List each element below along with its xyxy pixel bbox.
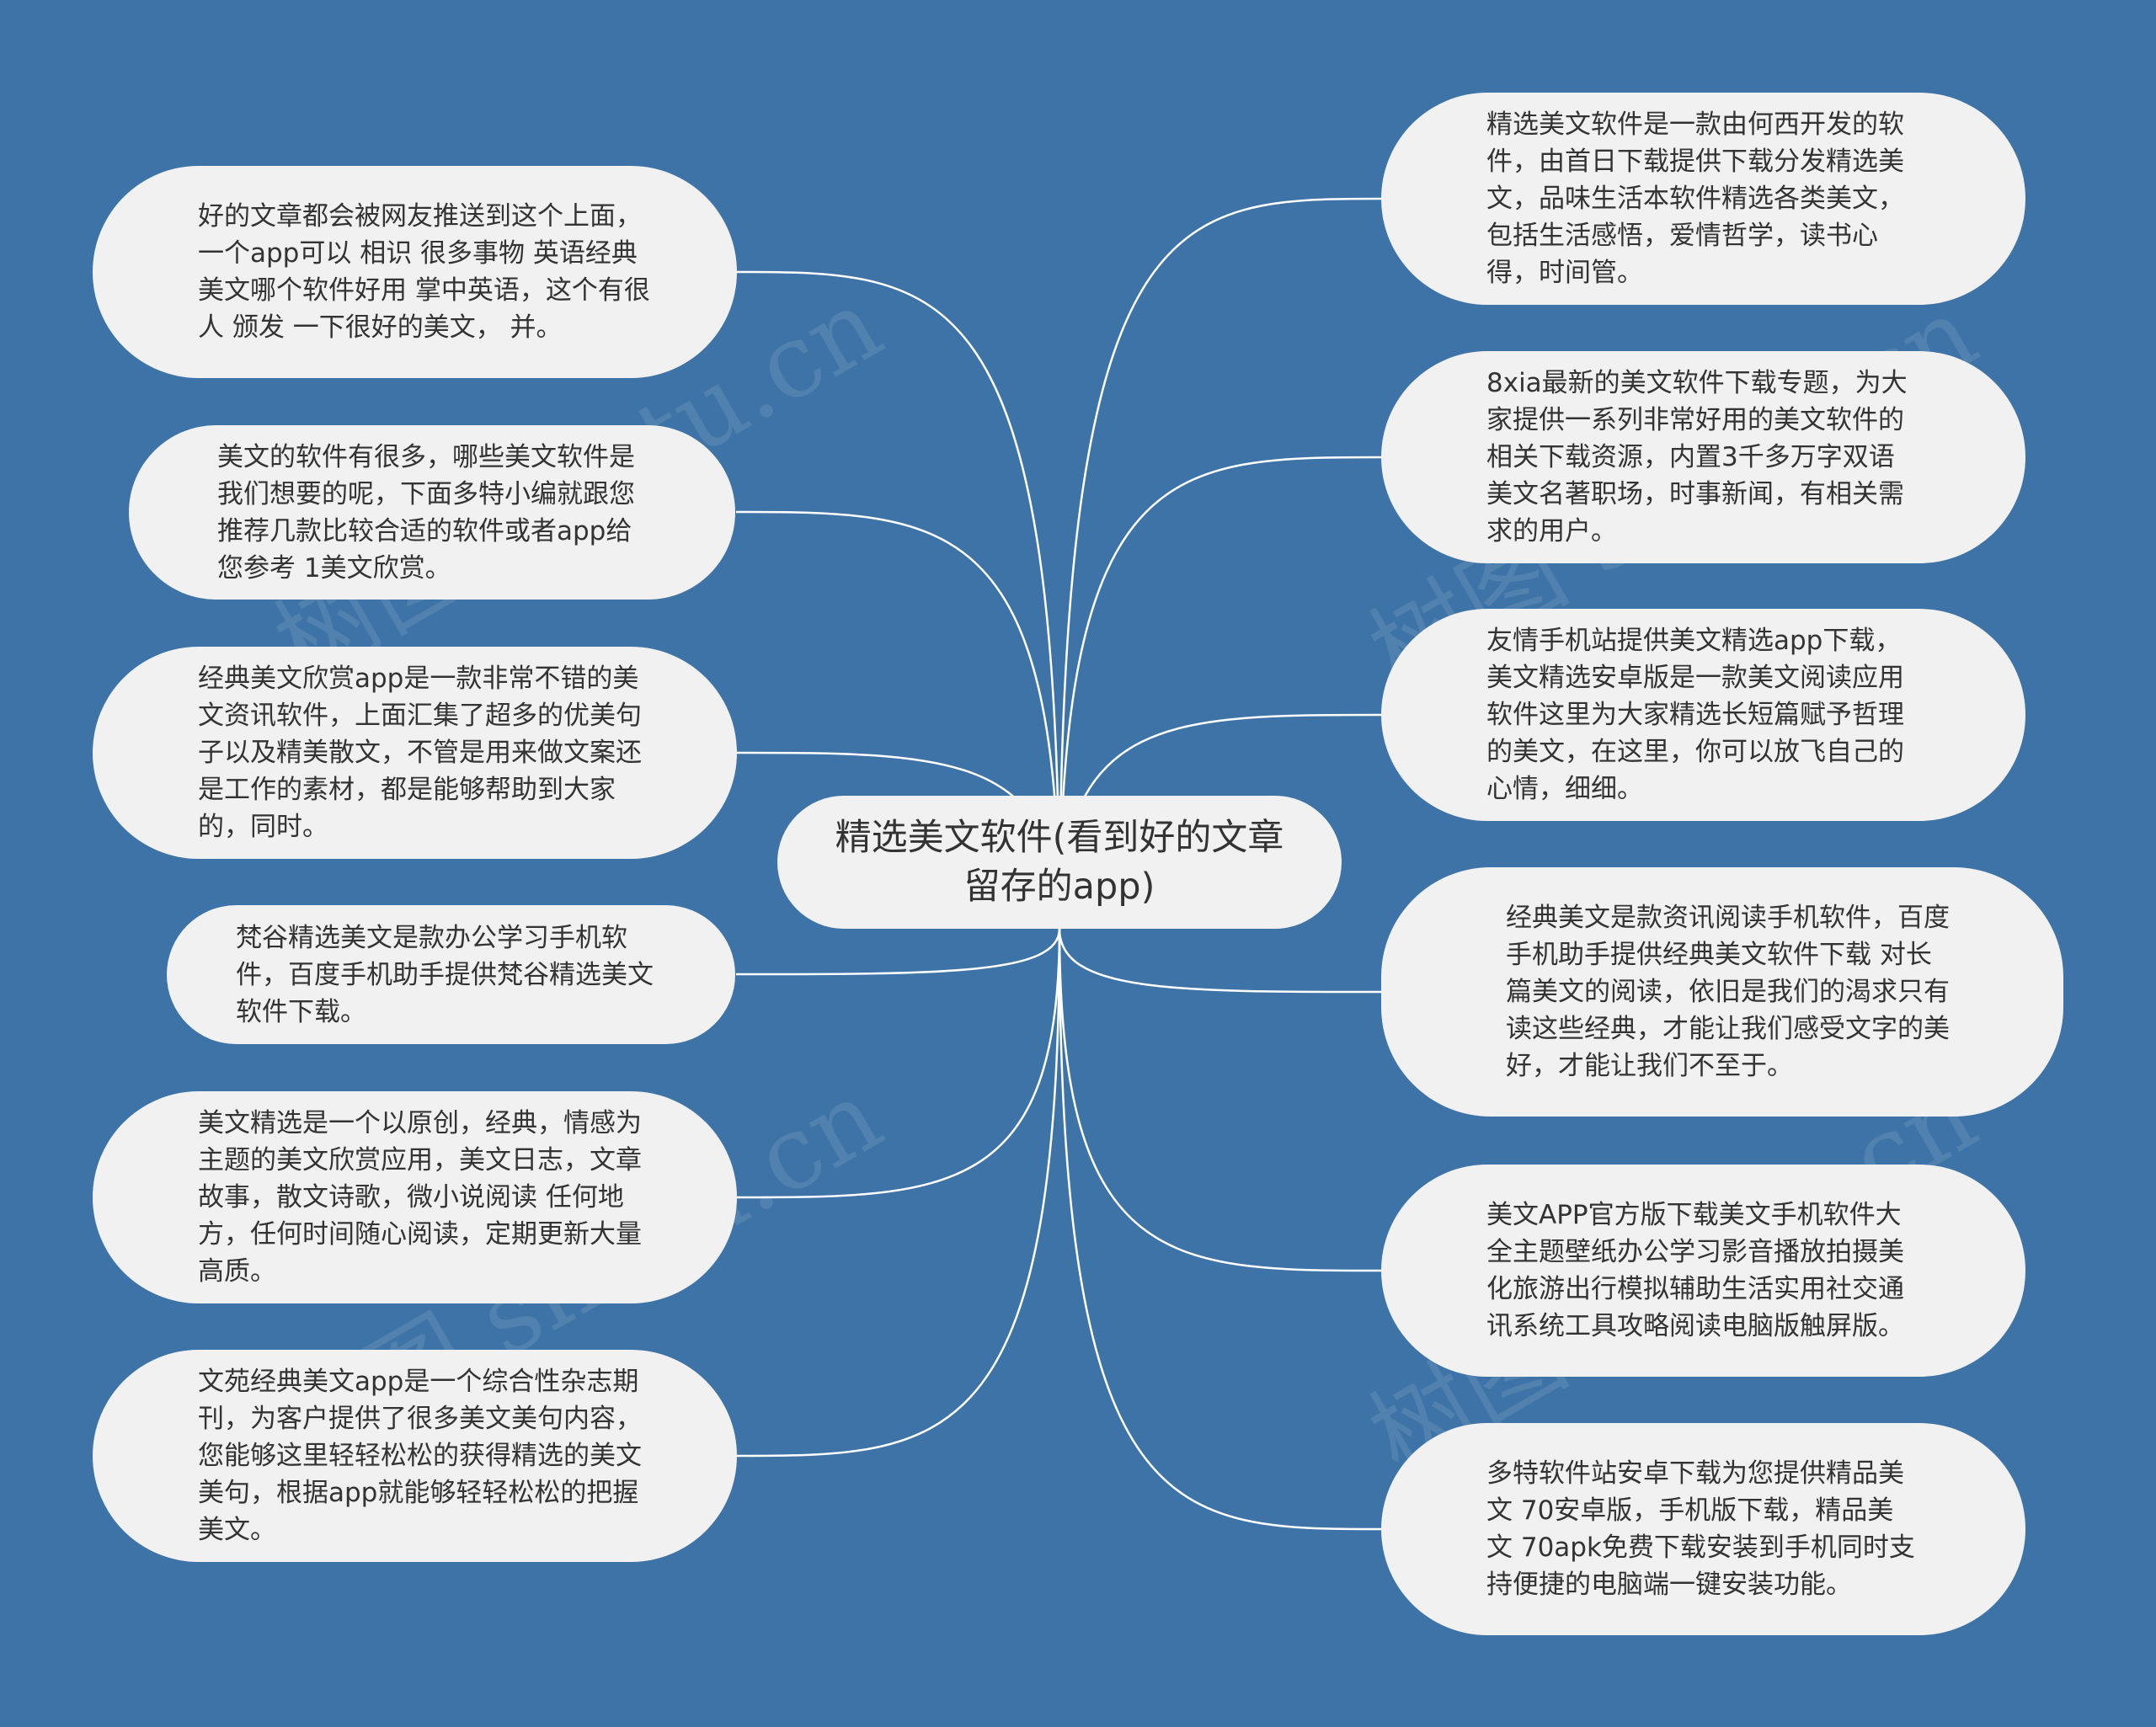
left-node-5[interactable]: 美文精选是一个以原创，经典，情感为主题的美文欣赏应用，美文日志，文章故事，散文诗… — [93, 1091, 737, 1303]
center-topic-label: 精选美文软件(看到好的文章留存的app) — [835, 817, 1284, 908]
center-topic-node[interactable]: 精选美文软件(看到好的文章留存的app) — [777, 796, 1342, 929]
node-text: 美文精选是一个以原创，经典，情感为主题的美文欣赏应用，美文日志，文章故事，散文诗… — [198, 1108, 642, 1287]
right-node-1[interactable]: 精选美文软件是一款由何西开发的软件，由首日下载提供下载分发精选美文，品味生活本软… — [1381, 93, 2025, 305]
right-node-2[interactable]: 8xia最新的美文软件下载专题，为大家提供一系列非常好用的美文软件的相关下载资源… — [1381, 351, 2025, 563]
right-node-3[interactable]: 友情手机站提供美文精选app下载，美文精选安卓版是一款美文阅读应用软件这里为大家… — [1381, 609, 2025, 821]
right-node-6[interactable]: 多特软件站安卓下载为您提供精品美文 70安卓版，手机版下载，精品美文 70apk… — [1381, 1423, 2025, 1635]
node-text: 梵谷精选美文是款办公学习手机软件，百度手机助手提供梵谷精选美文软件下载。 — [236, 922, 654, 1027]
connector-right-5 — [1058, 928, 1383, 1272]
left-node-4[interactable]: 梵谷精选美文是款办公学习手机软件，百度手机助手提供梵谷精选美文软件下载。 — [167, 905, 735, 1044]
node-text: 经典美文是款资讯阅读手机软件，百度手机助手提供经典美文软件下载 对长篇美文的阅读… — [1506, 903, 1950, 1081]
connector-left-5 — [735, 928, 1061, 1199]
node-text: 友情手机站提供美文精选app下载，美文精选安卓版是一款美文阅读应用软件这里为大家… — [1486, 626, 1904, 804]
right-node-4[interactable]: 经典美文是款资讯阅读手机软件，百度手机助手提供经典美文软件下载 对长篇美文的阅读… — [1381, 867, 2063, 1117]
node-text: 美文APP官方版下载美文手机软件大全主题壁纸办公学习影音播放拍摄美化旅游出行模拟… — [1486, 1200, 1904, 1341]
connector-left-2 — [735, 510, 1061, 930]
node-text: 8xia最新的美文软件下载专题，为大家提供一系列非常好用的美文软件的相关下载资源… — [1486, 368, 1908, 546]
node-text: 精选美文软件是一款由何西开发的软件，由首日下载提供下载分发精选美文，品味生活本软… — [1486, 109, 1904, 288]
connector-left-6 — [735, 928, 1061, 1458]
node-text: 经典美文欣赏app是一款非常不错的美文资讯软件，上面汇集了超多的优美句子以及精美… — [198, 664, 642, 842]
left-node-1[interactable]: 好的文章都会被网友推送到这个上面，一个app可以 相识 很多事物 英语经典美文哪… — [93, 166, 737, 378]
connector-left-4 — [735, 928, 1061, 976]
node-text: 好的文章都会被网友推送到这个上面，一个app可以 相识 很多事物 英语经典美文哪… — [198, 201, 650, 343]
left-node-3[interactable]: 经典美文欣赏app是一款非常不错的美文资讯软件，上面汇集了超多的优美句子以及精美… — [93, 647, 737, 859]
connector-right-2 — [1058, 456, 1383, 930]
node-text: 文苑经典美文app是一个综合性杂志期刊，为客户提供了很多美文美句内容，您能够这里… — [198, 1367, 642, 1545]
node-text: 美文的软件有很多，哪些美文软件是我们想要的呢，下面多特小编就跟您推荐几款比较合适… — [217, 441, 635, 584]
connector-right-6 — [1058, 928, 1383, 1531]
connector-right-1 — [1058, 197, 1383, 930]
left-node-2[interactable]: 美文的软件有很多，哪些美文软件是我们想要的呢，下面多特小编就跟您推荐几款比较合适… — [129, 425, 735, 600]
node-text: 多特软件站安卓下载为您提供精品美文 70安卓版，手机版下载，精品美文 70apk… — [1486, 1458, 1915, 1600]
right-node-5[interactable]: 美文APP官方版下载美文手机软件大全主题壁纸办公学习影音播放拍摄美化旅游出行模拟… — [1381, 1165, 2025, 1377]
connector-right-4 — [1058, 928, 1383, 994]
left-node-6[interactable]: 文苑经典美文app是一个综合性杂志期刊，为客户提供了很多美文美句内容，您能够这里… — [93, 1350, 737, 1562]
connector-left-1 — [735, 270, 1061, 930]
